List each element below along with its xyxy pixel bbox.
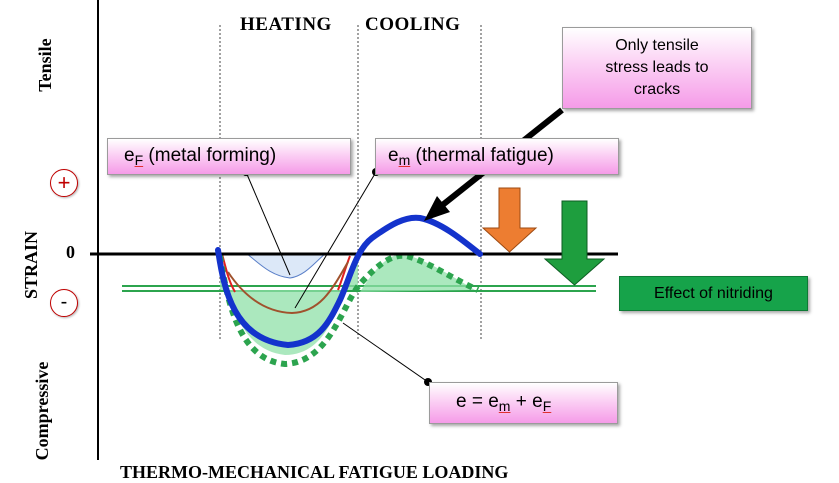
metal-forming-callout: eF (metal forming) [107, 138, 351, 175]
eq-callout-leader [342, 322, 429, 383]
ef-subscript: F [134, 152, 144, 168]
nitrided-fill-cooling [360, 254, 475, 292]
minus-sign-circle: - [50, 289, 78, 317]
eq-subscript-f: F [542, 398, 552, 414]
em-callout-leader [294, 171, 377, 309]
x-axis-caption: THERMO-MECHANICAL FATIGUE LOADING [120, 462, 509, 482]
ef-text: (metal forming) [143, 145, 277, 166]
zero-label: 0 [66, 242, 75, 262]
tensile-label: Tensile [35, 38, 55, 92]
tensile-callout-line3: cracks [633, 81, 681, 98]
forming-curve [227, 261, 349, 315]
heating-label: HEATING [240, 14, 332, 35]
total-strain-callout: e = em + eF [429, 382, 618, 424]
eq-plus: + e [510, 391, 543, 412]
plus-sign: + [57, 170, 71, 195]
eq-subscript-m: m [498, 398, 511, 414]
thermal-curve [215, 214, 483, 349]
compressive-label: Compressive [32, 361, 52, 461]
em-subscript: m [398, 152, 411, 168]
ef-symbol: e [124, 145, 135, 166]
green-down-arrow [543, 200, 606, 286]
strain-diagram [90, 0, 618, 460]
strain-label: STRAIN [21, 230, 41, 300]
tensile-callout-arrowhead [424, 196, 450, 221]
plus-sign-circle: + [50, 169, 78, 197]
em-text: (thermal fatigue) [410, 145, 554, 166]
ef-callout-leader [245, 171, 291, 276]
nitriding-callout: Effect of nitriding [619, 276, 808, 311]
cooling-label: COOLING [365, 14, 461, 35]
nitrided-dotted-curve [217, 252, 480, 368]
tensile-stress-callout: Only tensile stress leads to cracks [562, 27, 752, 109]
em-symbol: e [388, 145, 399, 166]
tensile-callout-line2: stress leads to [605, 59, 709, 76]
eq-e: e = e [456, 391, 499, 412]
minus-sign: - [60, 291, 68, 313]
thermal-fatigue-callout: em (thermal fatigue) [375, 138, 619, 175]
orange-down-arrow [481, 187, 538, 253]
tensile-callout-line1: Only tensile [615, 37, 699, 54]
red-curve-right [337, 255, 351, 291]
